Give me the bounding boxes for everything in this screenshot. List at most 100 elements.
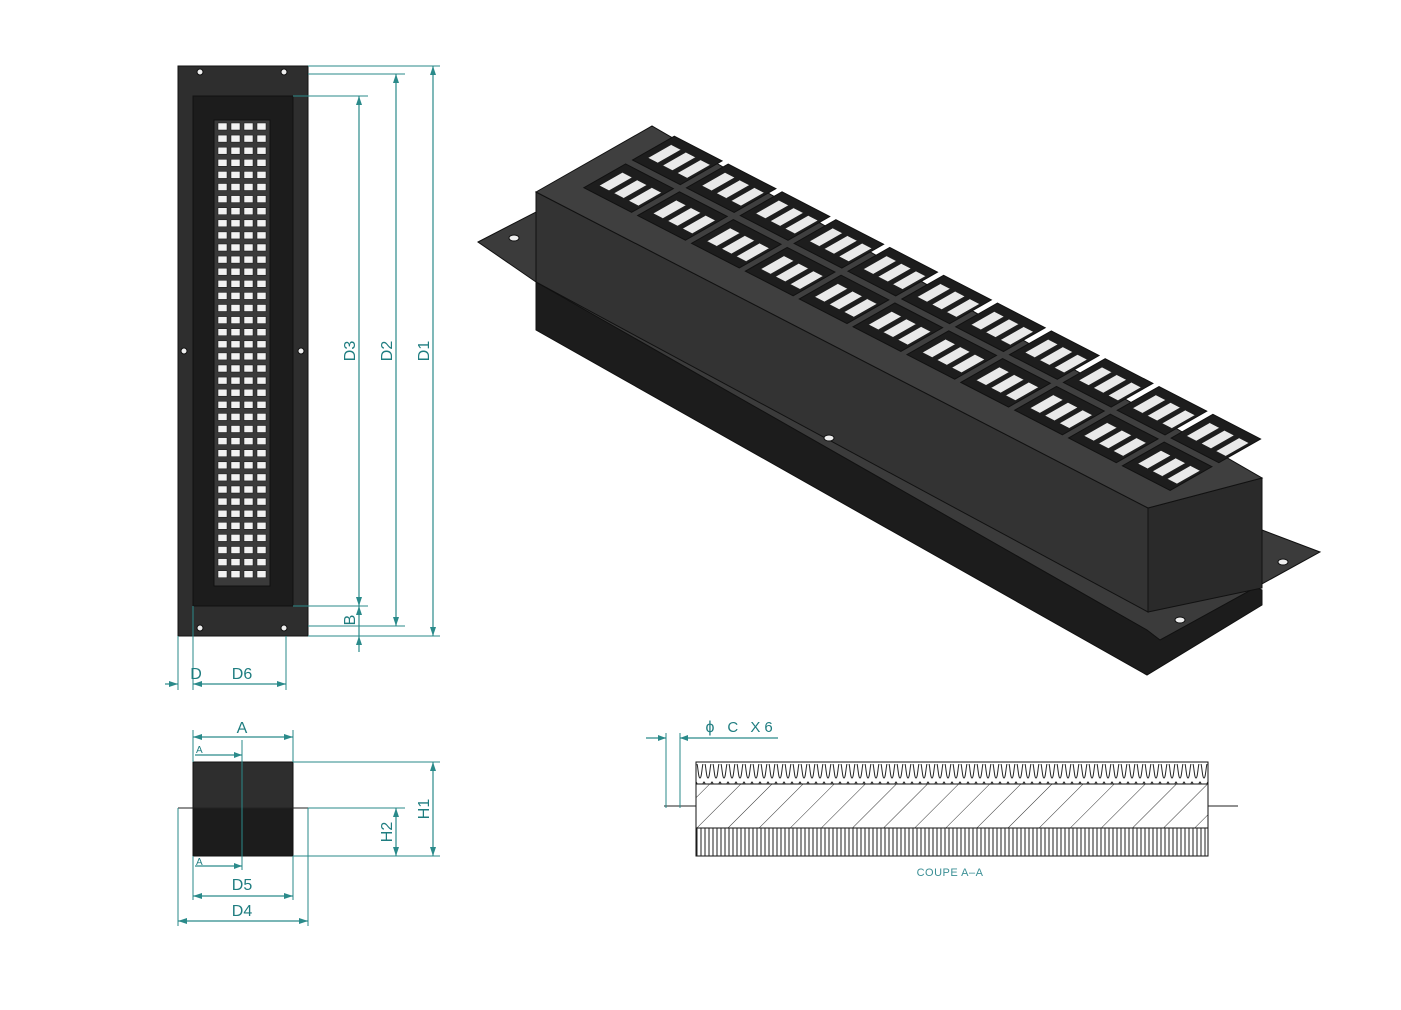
iso-grille-slot bbox=[1058, 409, 1093, 429]
grille-slot bbox=[230, 558, 241, 566]
grille-slot bbox=[256, 558, 267, 566]
iso-grille-slot bbox=[1200, 430, 1235, 449]
grille-slot bbox=[230, 425, 241, 433]
iso-grille-slot bbox=[999, 326, 1034, 346]
grille-slot bbox=[256, 122, 267, 131]
iso-grille-slot bbox=[1005, 381, 1040, 401]
grille-slot bbox=[230, 485, 241, 494]
grille-slot bbox=[243, 134, 254, 143]
grille-slot bbox=[230, 159, 241, 167]
iso-grille-slot bbox=[784, 215, 819, 235]
front-view bbox=[177, 65, 309, 637]
grille-slot bbox=[256, 134, 267, 143]
grille-slot bbox=[217, 171, 228, 179]
dim-b-label: B bbox=[342, 615, 359, 626]
isometric-view bbox=[477, 125, 1322, 676]
grille-slot bbox=[230, 522, 241, 530]
grille-slot bbox=[256, 534, 267, 542]
grille-slot bbox=[243, 280, 254, 288]
iso-grille-slot bbox=[652, 199, 687, 219]
grille-slot bbox=[256, 485, 267, 494]
iso-grille-slot bbox=[877, 263, 912, 283]
screw-hole bbox=[196, 68, 204, 76]
grille-slot bbox=[217, 376, 228, 385]
grille-slot bbox=[243, 255, 254, 264]
grille-slot bbox=[230, 509, 241, 518]
grille-slot bbox=[256, 449, 267, 457]
iso-grille-slot bbox=[667, 207, 702, 227]
dim-h2-label: H2 bbox=[379, 822, 396, 843]
iso-grille-slot bbox=[1107, 382, 1142, 401]
grille-slot bbox=[230, 497, 241, 506]
grille-slot bbox=[256, 207, 267, 215]
grille-slot bbox=[230, 401, 241, 409]
iso-grille-slot bbox=[882, 318, 917, 338]
iso-grille-slot bbox=[1137, 450, 1172, 470]
grille-slot bbox=[256, 304, 267, 312]
grille-slot bbox=[217, 316, 228, 324]
grille-slot bbox=[217, 413, 228, 421]
screw-hole bbox=[280, 68, 288, 76]
grille-slot bbox=[230, 195, 241, 203]
grille-slot bbox=[217, 570, 228, 578]
section-top-layer bbox=[696, 764, 1208, 784]
screw-hole bbox=[508, 234, 520, 242]
grille-slot bbox=[243, 267, 254, 276]
iso-grille-slot bbox=[1039, 346, 1074, 366]
grille-slot bbox=[230, 183, 241, 191]
screw-hole bbox=[1277, 558, 1289, 566]
screw-hole bbox=[280, 624, 288, 632]
iso-grille-slot bbox=[721, 235, 756, 255]
dim-d3-label: D3 bbox=[342, 341, 359, 362]
iso-grille-slot bbox=[1146, 402, 1181, 422]
grille-slot bbox=[217, 231, 228, 240]
grille-slot bbox=[217, 509, 228, 518]
grille-slot bbox=[217, 304, 228, 312]
iso-grille-slot bbox=[1185, 422, 1221, 442]
iso-grille-slot bbox=[1098, 429, 1133, 449]
iso-grille-slot bbox=[1078, 366, 1113, 386]
grille-slot bbox=[230, 316, 241, 324]
grille-slot bbox=[256, 401, 267, 409]
grille-slot bbox=[230, 243, 241, 252]
iso-grille-slot bbox=[946, 298, 981, 318]
iso-grille-slot bbox=[715, 179, 751, 199]
iso-grille-slot bbox=[735, 242, 770, 262]
grille-slot bbox=[256, 461, 267, 470]
grille-slot bbox=[230, 280, 241, 288]
iso-grille-slot bbox=[1151, 457, 1187, 477]
dim-a-label: A bbox=[237, 720, 248, 737]
grille-slot bbox=[217, 207, 228, 215]
iso-grille-slot bbox=[921, 338, 956, 358]
iso-grille-slot bbox=[769, 207, 804, 227]
iso-grille-slot bbox=[985, 318, 1020, 338]
grille-slot bbox=[256, 509, 267, 518]
grille-slot bbox=[230, 304, 241, 312]
grille-slot bbox=[243, 364, 254, 373]
grille-slot bbox=[243, 328, 254, 336]
grille-slot bbox=[243, 388, 254, 397]
grille-slot bbox=[243, 122, 254, 131]
iso-grille-slot bbox=[676, 159, 711, 179]
iso-grille-slot bbox=[1215, 437, 1250, 457]
grille-slot bbox=[217, 534, 228, 542]
iso-grille-slot bbox=[975, 366, 1010, 386]
grille-slot bbox=[230, 134, 241, 143]
iso-grille-slot bbox=[628, 187, 663, 207]
front-grille-slots bbox=[217, 122, 267, 578]
grille-slot bbox=[256, 280, 267, 288]
grille-slot bbox=[217, 473, 228, 482]
front-view-dimensions: D1 D2 D3 B D D6 bbox=[165, 65, 440, 690]
iso-grille-slot bbox=[755, 200, 790, 219]
grille-slot bbox=[256, 388, 267, 397]
iso-grille-slot bbox=[1132, 394, 1167, 414]
grille-slot bbox=[230, 219, 241, 228]
grille-slot bbox=[217, 497, 228, 506]
iso-grille-slot bbox=[647, 144, 682, 164]
grille-slot bbox=[217, 546, 228, 554]
grille-slot bbox=[230, 171, 241, 179]
side-view: A A bbox=[178, 740, 308, 870]
grille-slot bbox=[217, 267, 228, 276]
grille-slot bbox=[217, 522, 228, 530]
grille-slot bbox=[256, 146, 267, 155]
